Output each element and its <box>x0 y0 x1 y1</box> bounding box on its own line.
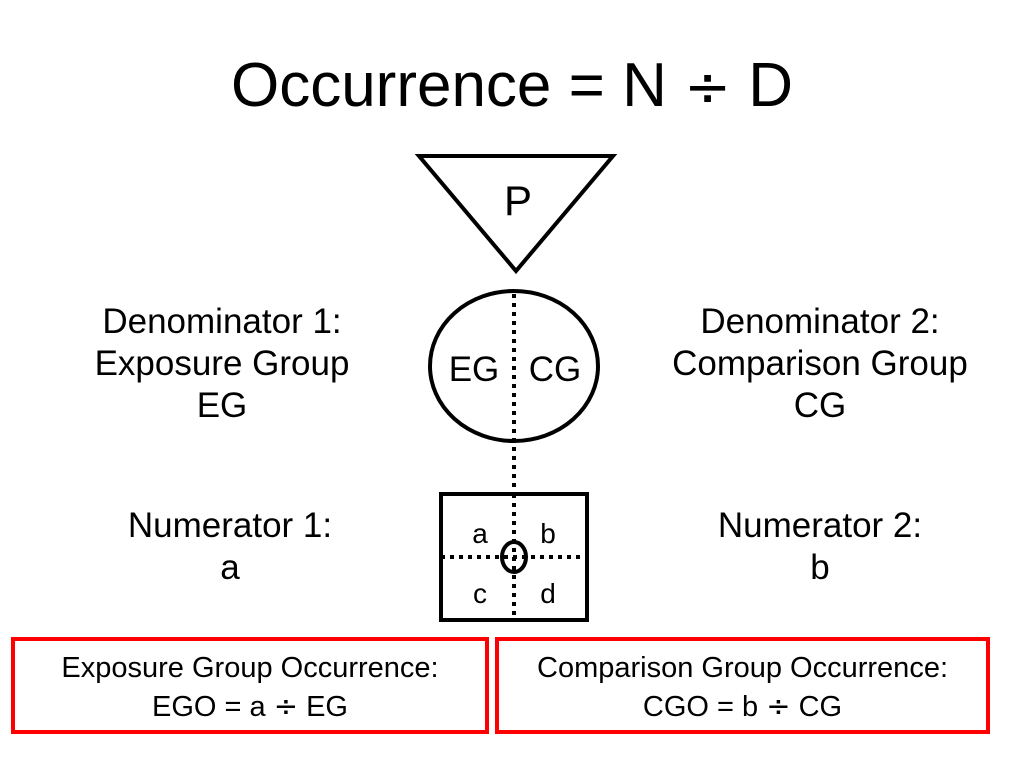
denominator-1-line2: Exposure Group <box>94 344 350 383</box>
numerator-1-line2: a <box>220 548 240 587</box>
population-label: P <box>504 177 532 224</box>
numerator-2-line1: Numerator 2: <box>717 506 923 545</box>
cgo-divide-symbol: ÷ <box>766 689 791 723</box>
numerator-2-label: Numerator 2: b <box>660 505 980 589</box>
denominator-2-line1: Denominator 2: <box>700 302 940 341</box>
cell-d: d <box>540 578 556 609</box>
cgo-formula-right: CG <box>798 691 843 723</box>
denominator-2-label: Denominator 2: Comparison Group CG <box>640 301 1000 427</box>
comparison-occurrence-box: Comparison Group Occurrence: CGO = b ÷ C… <box>495 637 990 734</box>
denominator-2-line2: Comparison Group <box>672 344 968 383</box>
exposure-group-label: EG <box>449 350 500 389</box>
cell-c: c <box>473 578 487 609</box>
page-title: Occurrence = N ÷ D <box>0 48 1024 126</box>
numerator-1-line1: Numerator 1: <box>127 506 333 545</box>
comparison-occurrence-formula: CGO = b ÷ CG <box>499 687 986 726</box>
title-right: D <box>748 51 794 120</box>
denominator-2-line3: CG <box>793 386 847 425</box>
comparison-occurrence-title: Comparison Group Occurrence: <box>537 652 948 684</box>
denominator-1-line1: Denominator 1: <box>102 302 342 341</box>
title-left: Occurrence = N <box>230 51 667 120</box>
denominator-1-label: Denominator 1: Exposure Group EG <box>62 301 382 427</box>
table-center-circle <box>500 540 528 574</box>
numerator-1-label: Numerator 1: a <box>90 505 370 589</box>
divide-symbol: ÷ <box>684 55 732 120</box>
numerator-2-line2: b <box>810 548 830 587</box>
cell-a: a <box>472 518 488 549</box>
exposure-occurrence-formula: EGO = a ÷ EG <box>15 687 485 726</box>
ego-formula-left: EGO = a <box>152 691 266 723</box>
ego-formula-right: EG <box>306 691 348 723</box>
exposure-occurrence-box: Exposure Group Occurrence: EGO = a ÷ EG <box>11 637 489 734</box>
cell-b: b <box>540 518 556 549</box>
denominator-1-line3: EG <box>196 386 248 425</box>
comparison-group-label: CG <box>529 350 582 389</box>
cgo-formula-left: CGO = b <box>642 691 759 723</box>
exposure-occurrence-title: Exposure Group Occurrence: <box>61 652 439 684</box>
ego-divide-symbol: ÷ <box>273 689 299 723</box>
population-triangle <box>414 154 618 275</box>
